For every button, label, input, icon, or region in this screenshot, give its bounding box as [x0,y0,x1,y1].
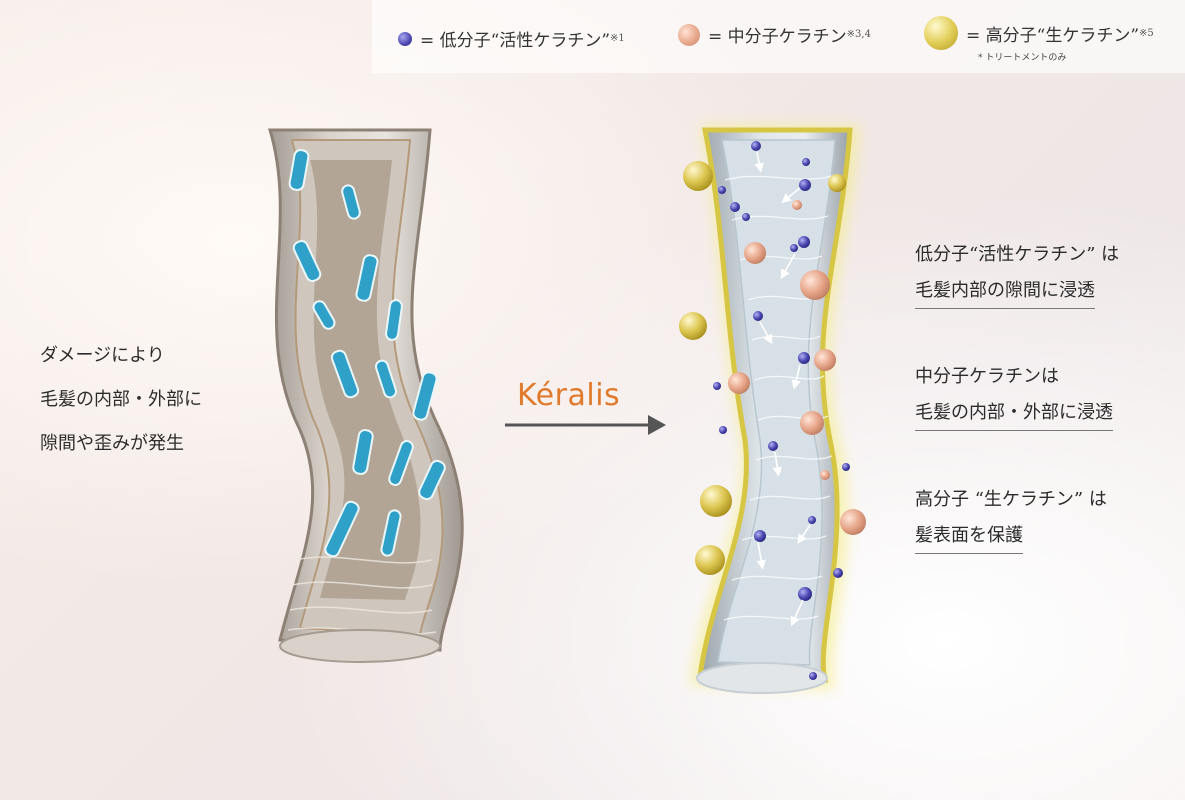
legend-low-label: = 低分子“活性ケラチン” [420,31,611,51]
legend-treatment-note: * トリートメントのみ [978,53,1067,63]
damage-line-3: 隙間や歪みが発生 [40,433,184,454]
desc-low-molecule: 低分子“活性ケラチン” は 毛髪内部の隙間に浸透 [915,240,1119,309]
desc-high-line-2: 髪表面を保護 [915,521,1023,554]
brand-name: Kéralis [517,378,621,413]
desc-mid-line-1: 中分子ケラチンは [915,366,1059,387]
gold-molecule-icon [924,16,958,50]
repaired-hair [690,125,860,694]
legend-high-note: ※5 [1139,27,1154,39]
legend-mid-label: = 中分子ケラチン [708,27,847,47]
legend-mid-note: ※3,4 [846,29,871,40]
legend-high-molecule: = 高分子“生ケラチン” ※5 [924,16,1154,50]
gold-molecules [679,161,846,575]
peach-molecule-icon [678,23,700,46]
peach-molecules [728,200,866,535]
damage-line-1: ダメージにより [40,345,165,366]
legend-low-molecule: = 低分子“活性ケラチン” ※1 [398,26,625,51]
desc-high-line-1: 高分子 “生ケラチン” は [915,489,1107,510]
legend-high-label: = 高分子“生ケラチン” [966,25,1140,46]
damaged-hair [267,128,464,663]
damage-description: ダメージにより 毛髪の内部・外部に 隙間や歪みが発生 [40,334,202,466]
legend-bar: = 低分子“活性ケラチン” ※1 = 中分子ケラチン ※3,4 = 高分子“生ケ… [372,0,1185,73]
desc-low-line-2: 毛髪内部の隙間に浸透 [915,276,1095,309]
transition-arrow [505,415,666,435]
legend-mid-molecule: = 中分子ケラチン ※3,4 [678,22,871,47]
desc-high-molecule: 高分子 “生ケラチン” は 髪表面を保護 [915,485,1107,554]
desc-low-line-1: 低分子“活性ケラチン” は [915,244,1120,265]
penetration-arrows [754,151,811,627]
blue-molecules [713,141,850,680]
damage-line-2: 毛髪の内部・外部に [40,389,202,410]
legend-low-note: ※1 [610,33,625,44]
desc-mid-molecule: 中分子ケラチンは 毛髪の内部・外部に浸透 [915,362,1113,431]
desc-mid-line-2: 毛髪の内部・外部に浸透 [915,398,1113,431]
blue-molecule-icon [398,31,412,46]
